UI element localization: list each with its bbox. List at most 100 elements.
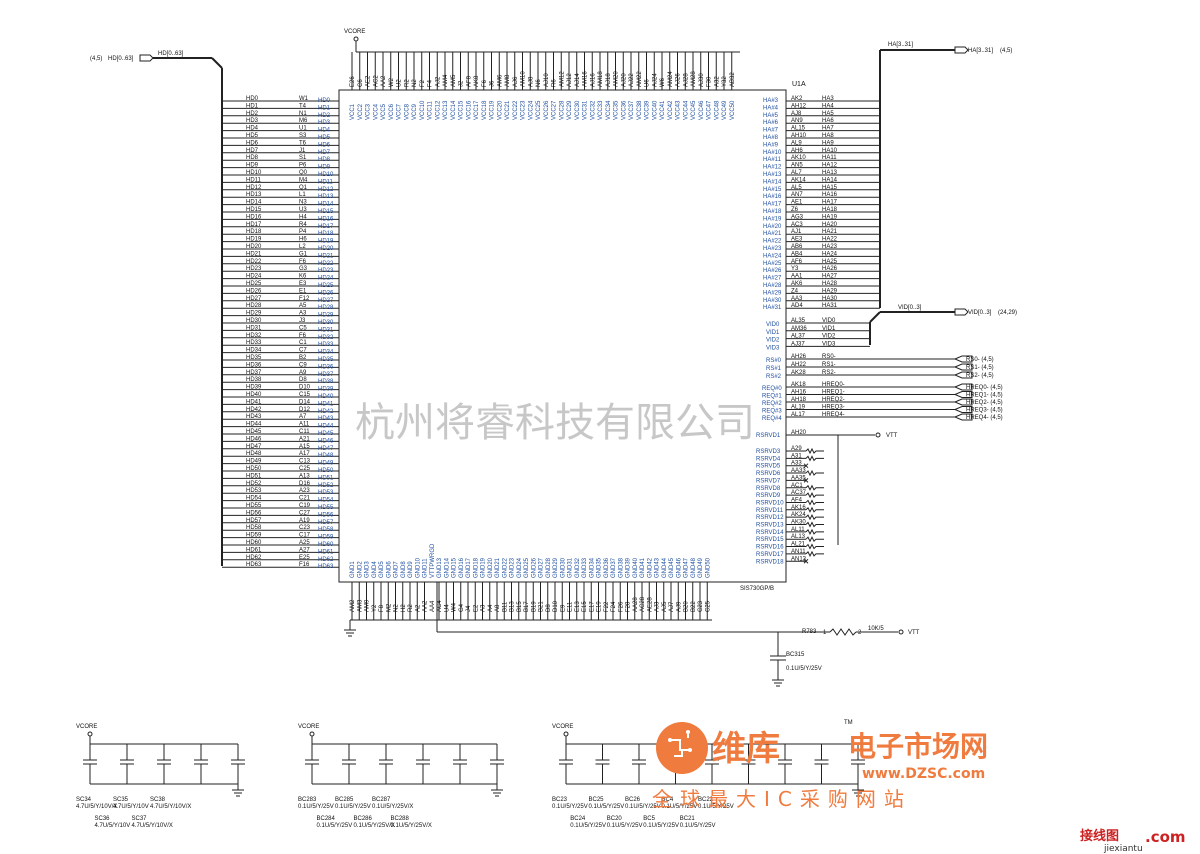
gnd-pin-number: M2 (386, 603, 392, 612)
rsrvd-pullup (805, 469, 824, 477)
ha-net-label: HA27 (822, 274, 838, 280)
rsrvd-pullup (805, 550, 824, 558)
hd-pin-name: HD58 (318, 527, 334, 533)
gnd-pin-number: D8 (546, 604, 552, 612)
cap-ref: SC34 (76, 797, 92, 803)
ha-net-label: HA29 (822, 288, 838, 294)
ha-pin-name: HA#13 (763, 172, 782, 178)
gnd-pin-number: C23 (698, 600, 704, 612)
hd-pin-number: Q0 (299, 170, 308, 176)
hd-pin-number: J3 (299, 318, 306, 324)
rsrvd-pin-number: AN13 (791, 556, 807, 562)
ha-pin-name: HA#12 (763, 165, 782, 171)
hd-net-label: HD61 (246, 547, 262, 553)
vcc-pin-name: VCC13 (443, 100, 449, 120)
gnd-pin-number: F24 (611, 601, 617, 612)
ha-pin-number: AC3 (791, 222, 803, 228)
vid-net-label: VID1 (822, 326, 836, 332)
vcc-pin-number: AM28 (691, 71, 697, 87)
hd-pin-name: HD1 (318, 105, 331, 111)
hd-pin-name: HD2 (318, 113, 331, 119)
rsrvd-pin-number: AC37 (791, 490, 807, 496)
gnd-pin-number: B22 (691, 601, 697, 612)
corner-watermark: 接线图 jiexiantu .com (1080, 828, 1186, 854)
hd-net-label: HD40 (246, 392, 262, 398)
hd-pin-number: C25 (299, 466, 311, 472)
cap-value: 0.1U/5/Y/25V (643, 823, 679, 829)
chip-part: SIS730GP/B (740, 586, 774, 592)
gnd-pin-name: GND27 (539, 557, 545, 578)
vcc-pin-name: VCC44 (683, 100, 689, 120)
req-net-label: HREQ0- (822, 382, 845, 388)
hd-net-label: HD50 (246, 466, 262, 472)
hd-net-label: HD53 (246, 488, 262, 494)
req-port-label: HREQ2- (4,5) (966, 400, 1003, 406)
gnd-pin-number: AC4 (437, 600, 443, 612)
vcore-label-top: VCORE (344, 29, 365, 35)
hd-pin-name: HD37 (318, 372, 334, 378)
gnd-pin-number: B17 (524, 601, 530, 612)
ha-net-label: HA14 (822, 177, 838, 183)
ha-net-label: HA31 (822, 303, 838, 309)
gnd-pin-number: F8 (379, 604, 385, 612)
hd-pin-name: HD9 (318, 165, 331, 171)
ha-pin-number: AH12 (791, 103, 807, 109)
vcc-pin-name: VCC49 (722, 100, 728, 120)
hd-net-label: HD60 (246, 540, 262, 546)
ha-pin-number: AN9 (791, 118, 803, 124)
rsrvd-pullup (805, 499, 824, 506)
hd-net-label: HD38 (246, 377, 262, 383)
hd-pin-name: HD31 (318, 327, 334, 333)
vid-bus-net-label: VID[0..3] (898, 305, 922, 311)
vcc-pin-name: VCC35 (614, 100, 620, 120)
rs-pin-name: RS#0 (766, 358, 782, 364)
vcc-pin-name: VCC48 (714, 100, 720, 120)
hd-pin-name: HD8 (318, 157, 331, 163)
cap-ref: BC287 (372, 797, 391, 803)
rsrvd-pin-name: RSRVD14 (756, 530, 784, 536)
ha-bus-port (954, 46, 969, 54)
ha-pin-name: HA#10 (763, 150, 782, 156)
hd-net-label: HD22 (246, 259, 262, 265)
hd-pin-number: J1 (299, 148, 306, 154)
hd-pin-number: P6 (299, 163, 307, 169)
hd-pin-number: E25 (299, 555, 310, 561)
cap-ref: BC26 (625, 797, 641, 803)
rsrvd-pin-number: AA35 (791, 475, 806, 481)
hd-net-label: HD48 (246, 451, 262, 457)
vcc-pin-number: AJ26 (676, 73, 682, 87)
rs-port-label: RS0- (4,5) (966, 357, 994, 363)
vcc-pin-name: VCC47 (707, 100, 713, 120)
hd-pin-name: HD43 (318, 416, 334, 422)
ha-net-label: HA10 (822, 148, 838, 154)
vcore-label: VCORE (298, 724, 319, 730)
hd-pin-name: HD5 (318, 135, 331, 141)
ha-pin-name: HA#20 (763, 224, 782, 230)
vcc-pin-number: N6 (536, 79, 542, 87)
cap-ref: BC23 (552, 797, 568, 803)
gnd-pin-number: AM3 (357, 599, 363, 612)
cap-value: 0.1U/5/Y/25V (335, 804, 371, 810)
rs-port-label: RS1- (4,5) (966, 365, 994, 371)
vcc-pin-number: F4 (428, 79, 434, 87)
rs-port (953, 355, 973, 363)
hd-pin-number: L2 (299, 244, 306, 250)
req-pin-name: REQ#2 (762, 401, 782, 407)
req-pin-name: REQ#3 (762, 409, 782, 415)
ha-net-label: HA13 (822, 170, 838, 176)
rsrvd-pin-number: AL13 (791, 534, 806, 540)
ha-net-label: HA16 (822, 192, 838, 198)
hd-net-label: HD24 (246, 274, 262, 280)
req-port (953, 398, 973, 406)
gnd-pin-name: GND2 (357, 561, 363, 578)
hd-pin-number: G3 (299, 266, 308, 272)
cap-value: 0.1U/5/Y/25V (625, 804, 661, 810)
vcc-pin-number: AM22 (637, 71, 643, 87)
ha-pin-name: HA#18 (763, 209, 782, 215)
gnd-pin-number: AA4 (430, 600, 436, 612)
hd-net-label: HD25 (246, 281, 262, 287)
hd-pin-name: HD29 (318, 313, 334, 319)
vcc-pin-name: VCC39 (645, 100, 651, 120)
